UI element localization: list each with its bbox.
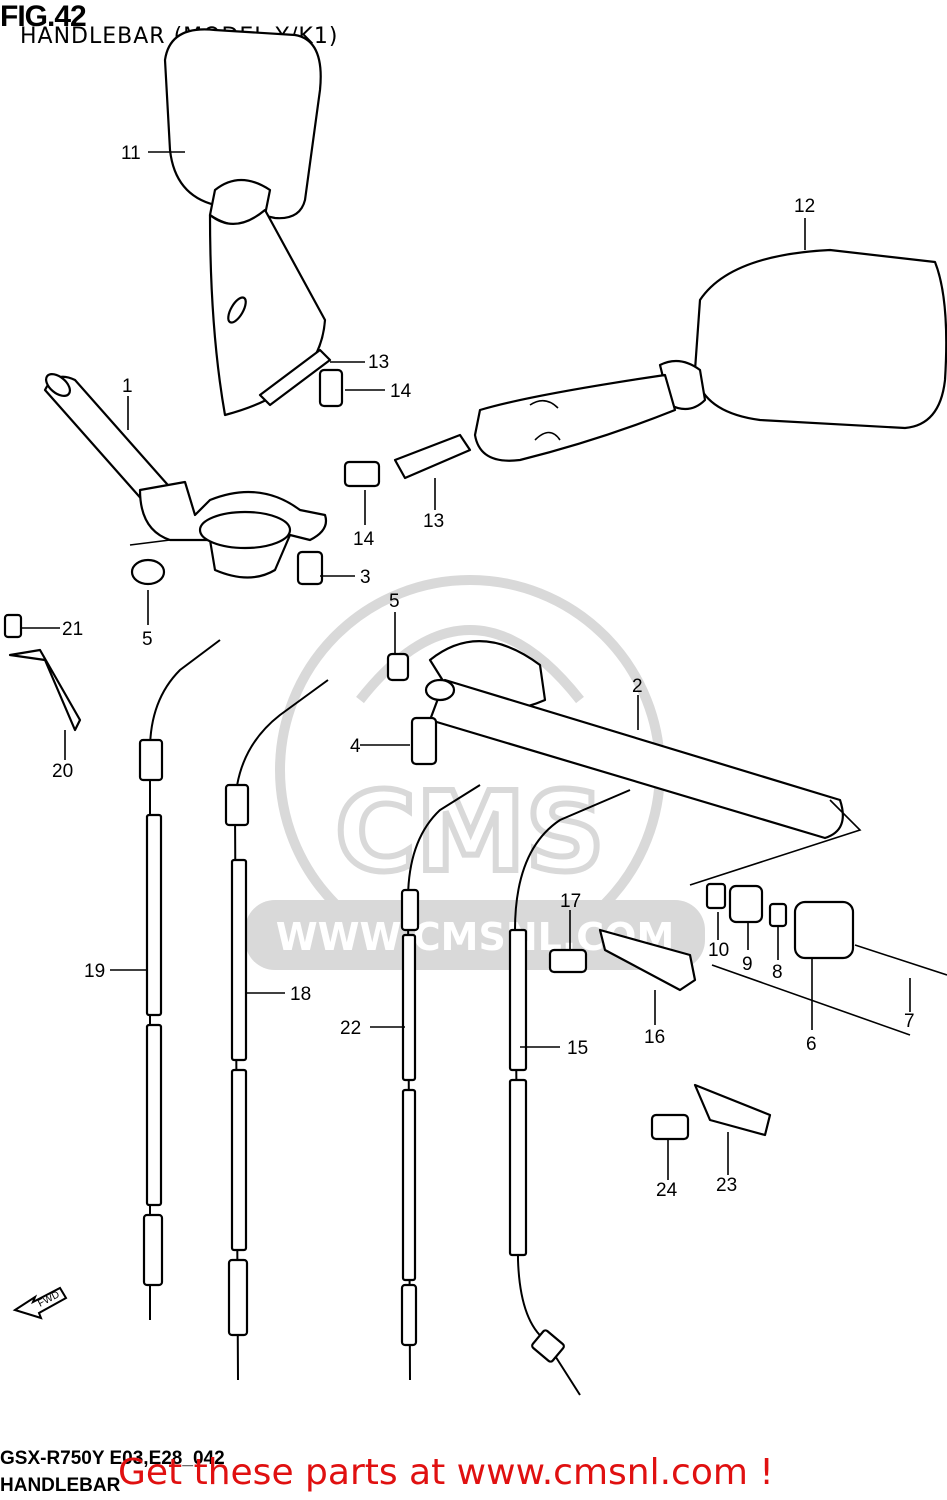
- callout-24: 24: [656, 1180, 678, 1201]
- end-cap-left: [130, 558, 166, 586]
- handlebar-bolt: [410, 716, 438, 766]
- callout-11: 11: [121, 143, 141, 164]
- end-cap-right: [386, 652, 410, 682]
- cable-clamp: [693, 1083, 772, 1137]
- callout-18: 18: [290, 984, 311, 1005]
- callout-12: 12: [794, 196, 815, 217]
- callout-20: 20: [52, 761, 73, 782]
- right-handlebar: [424, 640, 862, 886]
- left-mirror: [163, 28, 327, 417]
- callout-5b: 5: [389, 591, 400, 612]
- callout-labels: 11 12 1 13 14 14 13 3 5 5 2 4 21 20 19 1…: [52, 143, 915, 1201]
- leader-lines: [22, 151, 911, 1180]
- forward-arrow-icon: FWD: [12, 1286, 68, 1320]
- starter-cable: [508, 789, 631, 1396]
- section-name: HANDLEBAR: [0, 1475, 121, 1496]
- callout-19: 19: [84, 961, 105, 982]
- mirror-bolts: [318, 368, 381, 488]
- hose-clamp: [8, 648, 82, 732]
- promo-link[interactable]: Get these parts at www.cmsnl.com !: [118, 1452, 774, 1493]
- callout-14: 14: [390, 381, 412, 402]
- clamp-screw: [650, 1113, 690, 1141]
- callout-7: 7: [904, 1011, 915, 1032]
- callout-21: 21: [62, 619, 83, 640]
- cable-guide-bracket: [598, 928, 697, 992]
- clutch-cable: [400, 784, 481, 1381]
- callout-10: 10: [708, 940, 729, 961]
- balancer-assembly: [705, 882, 947, 1036]
- callout-13b: 13: [423, 511, 444, 532]
- callout-14b: 14: [353, 529, 375, 550]
- throttle-cable-1: [138, 639, 221, 1320]
- bracket-bolt: [548, 948, 588, 974]
- model-code: GSX-R750Y E03,E28_042: [0, 1448, 225, 1469]
- callout-4: 4: [350, 736, 361, 757]
- left-handlebar: [43, 373, 328, 579]
- callout-3: 3: [360, 567, 371, 588]
- callout-5: 5: [142, 629, 153, 650]
- callout-1: 1: [122, 376, 133, 397]
- figure-number: FIG.42: [0, 0, 87, 33]
- callout-22: 22: [340, 1018, 361, 1039]
- right-mirror: [473, 248, 947, 462]
- callout-13: 13: [368, 352, 389, 373]
- callout-16: 16: [644, 1027, 665, 1048]
- callout-15: 15: [567, 1038, 588, 1059]
- callout-2: 2: [632, 676, 643, 697]
- watermark-text: CMS: [335, 768, 604, 896]
- clamp-bolt: [296, 550, 324, 586]
- throttle-cable-2: [224, 679, 329, 1381]
- callout-9: 9: [742, 954, 753, 975]
- hose-clamp-bolt: [3, 613, 23, 639]
- callout-6: 6: [806, 1034, 817, 1055]
- mirror-plate: [258, 348, 472, 480]
- callout-17: 17: [560, 891, 581, 912]
- callout-23: 23: [716, 1175, 737, 1196]
- callout-8: 8: [772, 962, 783, 983]
